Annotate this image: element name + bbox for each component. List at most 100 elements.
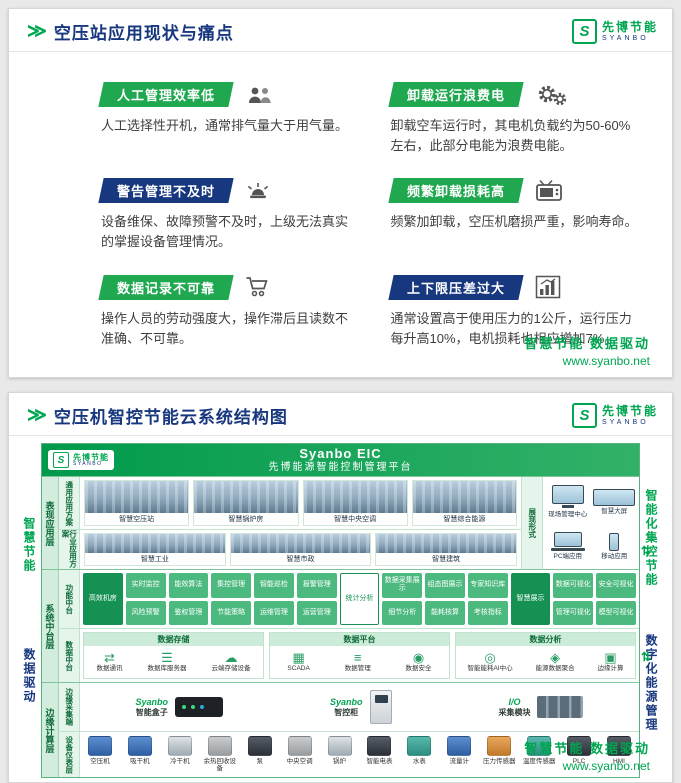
device-caption: 水表 — [412, 758, 426, 765]
pain-item: 上下限压差过大 通常设置高于使用压力的1公斤，运行压力每升高10%，电机损耗也相… — [387, 274, 639, 349]
function-box: 智慧展示 — [510, 573, 551, 625]
tile-photo — [412, 481, 516, 513]
device-icon — [127, 736, 152, 756]
logo-en: SYANBO — [601, 34, 649, 42]
edge-group: Syanbo 智能盒子 — [135, 697, 223, 717]
people-icon — [245, 85, 275, 105]
banner-title-line1: Syanbo EIC — [299, 446, 382, 462]
display-form-item: 智慧大屏 — [592, 479, 638, 525]
slide2-footer: 智慧节能 数据驱动 www.syanbo.net — [524, 738, 650, 773]
cart-icon — [245, 275, 271, 299]
function-box: 能耗核算 — [425, 600, 465, 625]
function-column: 实时监控 风险预警 — [125, 573, 166, 625]
pain-text: 人工选择性开机，通常排气量大于用气量。 — [101, 118, 349, 133]
side-label: 数字化能源管理 — [644, 633, 658, 732]
function-column: 专家知识库 考核指标 — [467, 573, 508, 625]
sub-label: 展现形式 — [522, 477, 543, 569]
function-box: 鉴权管理 — [168, 600, 209, 625]
logo-text: 先博节能 SYANBO — [601, 404, 658, 426]
architecture-diagram: 智慧节能 数据驱动 ⇅ ⇅ S 先博节能 SYANBO Syanbo EIC 先… — [21, 443, 660, 778]
slide1-footer: 智慧节能 数据驱动 www.syanbo.net — [524, 333, 650, 368]
logo-en: SYANBO — [601, 418, 649, 426]
banner-title: Syanbo EIC 先博能源智能控制管理平台 — [42, 446, 639, 473]
function-column: 集控管理 节能策略 — [211, 573, 252, 625]
sub-label: 设备仪表层 — [59, 732, 80, 777]
data-item-caption: 智能能耗AI中心 — [467, 665, 513, 673]
slide1-title: 空压站应用现状与痛点 — [53, 24, 234, 43]
display-caption: 智慧大屏 — [601, 507, 628, 515]
pain-text: 设备维保、故障预警不及时，上级无法真实的掌握设备管理情况。 — [101, 214, 349, 250]
data-item: ▣ 边缘计算 — [598, 651, 624, 672]
sub-label: 功能中台 — [59, 570, 80, 628]
function-box: 管理可视化 — [553, 600, 594, 625]
device-icon — [367, 736, 392, 756]
edge-group: I/O 采集模块 — [498, 696, 584, 718]
tile-photo — [376, 534, 517, 553]
data-item-icon: ☰ — [161, 650, 173, 666]
function-box: 数据采集展示 — [382, 573, 423, 598]
platform-banner: S 先博节能 SYANBO Syanbo EIC 先博能源智能控制管理平台 — [42, 444, 639, 476]
pain-grid: 人工管理效率低 人工选择性开机，通常排气量大于用气量。 卸载运行浪费电 卸载空车… — [9, 52, 672, 349]
data-item: ▦ SCADA — [287, 651, 309, 672]
data-item-icon: ◎ — [484, 650, 496, 666]
function-box: 智能巡检 — [254, 573, 294, 598]
device-item: 智能电表 — [362, 736, 396, 765]
edge-label: Syanbo — [135, 696, 168, 707]
screen-icon — [609, 532, 620, 551]
pain-text: 通常设置高于使用压力的1公斤，运行压力每升高10%，电机损耗也相应增加7%。 — [390, 310, 632, 346]
pain-item: 数据记录不可靠 操作人员的劳动强度大，操作滞后且读数不准确、不可靠。 — [98, 274, 349, 349]
app-tile: 智慧建筑 — [375, 533, 518, 566]
slide-2: ≫ 空压机智控节能云系统结构图 S 先博节能 SYANBO 智慧节能 数据驱动 … — [8, 392, 673, 783]
pain-badge: 人工管理效率低 — [98, 82, 234, 107]
pain-item: 人工管理效率低 人工选择性开机，通常排气量大于用气量。 — [98, 82, 349, 156]
banner-logo: S 先博节能 SYANBO — [48, 450, 114, 470]
updown-arrow-icon: ⇅ — [640, 543, 651, 558]
device-icon — [487, 736, 512, 756]
device-item: 中央空调 — [283, 736, 317, 765]
tv-icon — [535, 179, 563, 203]
edge-label: Syanbo — [329, 696, 363, 707]
function-column: 安全可视化 模型可视化 — [596, 573, 636, 625]
function-column: 报警管理 运营管理 — [296, 573, 337, 625]
function-column: 数据采集展示 细节分析 — [382, 573, 423, 625]
layer-label: 表现应用层 — [42, 477, 59, 569]
tile-photo — [85, 481, 189, 513]
layer-label: 系统中台层 — [42, 570, 59, 682]
device-caption: 锅炉 — [333, 758, 347, 765]
slide1-header: ≫ 空压站应用现状与痛点 S 先博节能 SYANBO — [9, 9, 672, 52]
syanbo-mark-icon: S — [571, 19, 597, 44]
function-column: 能效算法 鉴权管理 — [168, 573, 209, 625]
syanbo-logo: S 先博节能 SYANBO — [571, 19, 658, 44]
data-item-icon: ≡ — [353, 650, 362, 666]
device-caption: 余热回收设备 — [203, 758, 237, 773]
device-item: 吸干机 — [123, 736, 157, 765]
device-caption: 压力传感器 — [482, 758, 516, 765]
data-item-caption: 数据管理 — [344, 665, 371, 673]
slide2-title: 空压机智控节能云系统结构图 — [53, 408, 288, 427]
function-box: 集控管理 — [211, 573, 252, 598]
row-industry-solutions: 行业应用方案 智慧工业 — [59, 529, 521, 569]
data-item: ◎ 智能能耗AI中心 — [467, 651, 512, 672]
app-tile: 智慧中央空调 — [302, 480, 408, 526]
edge-label: 智能盒子 — [135, 707, 168, 717]
footer-slogan: 智慧节能 数据驱动 — [524, 741, 650, 756]
data-item: ◈ 能源数据聚合 — [536, 651, 575, 672]
function-box: 组态图展示 — [425, 573, 465, 598]
app-tile: 智慧综合能源 — [411, 480, 517, 526]
device-icon — [527, 736, 552, 756]
slide-1: ≫ 空压站应用现状与痛点 S 先博节能 SYANBO 人工管理效率低 人工选择性… — [8, 8, 673, 378]
display-form-item: PC端应用 — [545, 526, 591, 567]
footer-url: www.syanbo.net — [562, 759, 650, 773]
function-box: 数据可视化 — [553, 573, 594, 598]
device-item: 锅炉 — [323, 736, 357, 765]
app-tile: 智慧锅炉房 — [193, 480, 299, 526]
screen-icon — [593, 488, 636, 506]
device-icon — [207, 736, 232, 756]
function-box: 细节分析 — [382, 600, 423, 625]
pain-badge: 卸载运行浪费电 — [387, 82, 524, 107]
pain-text: 卸载空车运行时，其电机负载约为50-60%左右，此部分电能为浪费电能。 — [390, 118, 631, 154]
data-group: 数据平台 ▦ SCADA — [269, 632, 450, 679]
data-group-header: 数据分析 — [456, 633, 635, 646]
display-form-item: 移动应用 — [592, 526, 638, 567]
